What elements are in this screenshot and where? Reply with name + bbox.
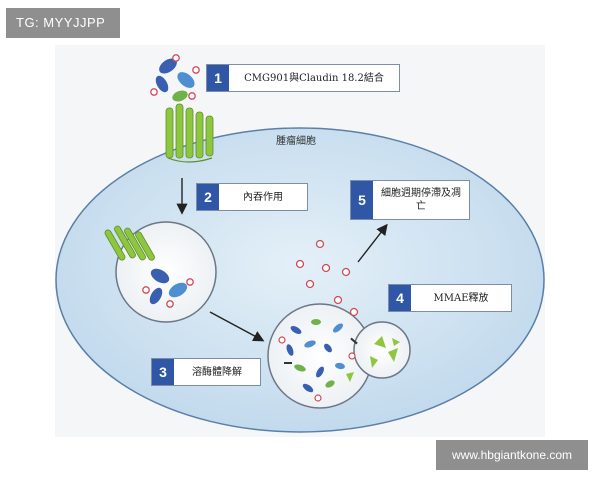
step-1-number: 1 — [207, 65, 229, 91]
released-mmae-payloads — [295, 239, 359, 317]
step-5-number: 5 — [351, 181, 373, 219]
step-4-number: 4 — [389, 285, 411, 311]
step-4-box: 4 MMAE釋放 — [388, 284, 512, 312]
tumor-cell-label: 腫瘤細胞 — [276, 136, 316, 147]
step-4-label: MMAE釋放 — [433, 292, 489, 304]
lysosome-bud — [353, 321, 411, 379]
step-2-label: 內吞作用 — [243, 191, 283, 203]
watermark-top-left: TG: MYYJJPP — [6, 8, 120, 38]
step-1-box: 1 CMG901與Claudin 18.2結合 — [206, 64, 400, 92]
step-5-box: 5 細胞週期停滯及凋亡 — [350, 180, 470, 220]
membrane-receptor — [165, 103, 214, 163]
step-5-label: 細胞週期停滯及凋亡 — [381, 188, 461, 212]
step-2-box: 2 內吞作用 — [196, 183, 308, 211]
step-2-number: 2 — [197, 184, 219, 210]
endosome-vesicle — [115, 221, 217, 323]
degraded-fragments — [278, 319, 400, 402]
arrow-to-lysosome — [209, 311, 265, 342]
step-3-label: 溶酶體降解 — [192, 366, 242, 378]
antibody-drug-conjugate-top — [150, 54, 200, 102]
step-3-box: 3 溶酶體降解 — [151, 358, 261, 386]
endosome-receptor — [104, 225, 155, 261]
step-1-label: CMG901與Claudin 18.2結合 — [244, 72, 384, 84]
endosome-antibody — [142, 268, 194, 308]
arrow-to-apoptosis — [357, 223, 388, 263]
step-3-number: 3 — [152, 359, 174, 385]
watermark-bottom-right: www.hbgiantkone.com — [436, 440, 588, 470]
